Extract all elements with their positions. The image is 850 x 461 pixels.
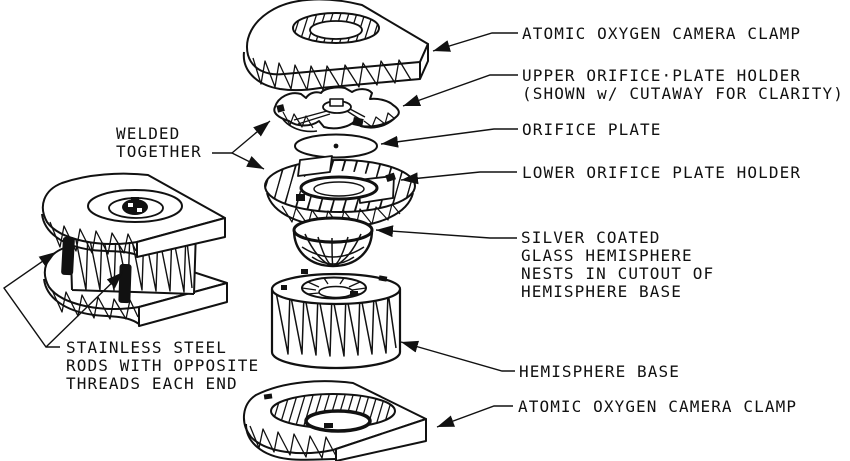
leader-welded-lower [231, 152, 265, 170]
label-hemisphere-base: HEMISPHERE BASE [519, 362, 680, 381]
orifice-pinhole [333, 143, 339, 149]
rod-center [118, 263, 132, 304]
leader-clamp-bottom [436, 405, 513, 428]
upper-orifice-plate-holder [273, 86, 400, 133]
leader-hemisphere [375, 225, 517, 239]
label-welded-together: WELDED TOGETHER [116, 124, 202, 161]
assembled-top-plate [41, 172, 226, 258]
leader-rods-center [45, 271, 124, 348]
leader-welded-upper [231, 120, 271, 154]
leader-hemisphere-base [400, 340, 515, 372]
rod-left [61, 236, 75, 276]
assembled-view [41, 172, 228, 327]
label-lower-holder: LOWER ORIFICE PLATE HOLDER [522, 163, 802, 182]
leader-orifice-plate [380, 128, 518, 148]
top-camera-clamp [242, 0, 429, 92]
label-hemisphere: SILVER COATED GLASS HEMISPHERE NESTS IN … [521, 228, 715, 301]
label-upper-holder: UPPER ORIFICE·PLATE HOLDER (SHOWN w/ CUT… [522, 66, 844, 103]
leader-lower-holder [400, 171, 517, 185]
glass-hemisphere [292, 216, 374, 268]
hemisphere-base [270, 269, 402, 370]
leader-clamp-top [432, 32, 518, 52]
leader-upper-holder [402, 74, 518, 107]
label-stainless-rods: STAINLESS STEEL RODS WITH OPPOSITE THREA… [66, 338, 260, 393]
label-clamp-top: ATOMIC OXYGEN CAMERA CLAMP [522, 24, 802, 43]
leader-rods-left [3, 251, 60, 348]
leader-lines [3, 32, 518, 428]
bottom-camera-clamp [243, 380, 427, 461]
label-clamp-bottom: ATOMIC OXYGEN CAMERA CLAMP [518, 397, 798, 416]
lower-orifice-plate-holder [264, 155, 416, 228]
orifice-plate [294, 133, 378, 159]
label-orifice-plate: ORIFICE PLATE [522, 120, 662, 139]
